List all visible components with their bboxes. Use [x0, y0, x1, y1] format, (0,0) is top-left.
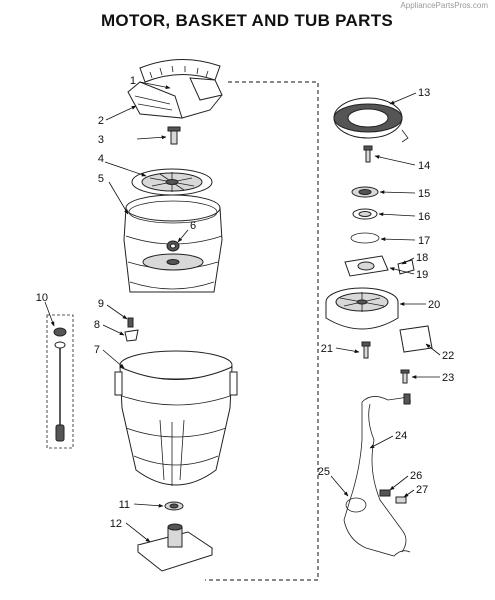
- callout-2: 2: [98, 115, 104, 127]
- part-seal: [352, 208, 378, 220]
- callout-15: 15: [418, 188, 430, 200]
- callout-24: 24: [395, 430, 407, 442]
- callout-numbers: 1 2 3 4 5 6 7 8 9 10 11 12 13 14 15 16 1…: [36, 75, 455, 530]
- callout-27: 27: [416, 484, 428, 496]
- callout-9: 9: [98, 298, 104, 310]
- part-hub-bolt: [167, 126, 181, 145]
- part-basket-nut: [166, 240, 180, 252]
- callout-14: 14: [418, 160, 430, 172]
- part-screw-small: [127, 317, 134, 328]
- callout-10: 10: [36, 292, 48, 304]
- part-balance-ring-top: [139, 59, 223, 101]
- part-impeller: [131, 168, 213, 196]
- part-clip: [124, 329, 139, 342]
- part-bearing: [351, 186, 379, 198]
- part-o-ring: [350, 232, 380, 244]
- part-rotor-bolt: [361, 341, 371, 359]
- callout-21: 21: [321, 343, 333, 355]
- callout-18: 18: [416, 252, 428, 264]
- part-suspension-rod: [46, 314, 74, 449]
- part-hub-bearing: [164, 501, 184, 511]
- part-drive-assembly: [136, 523, 214, 572]
- part-stator: [333, 97, 409, 143]
- callout-12: 12: [110, 518, 122, 530]
- callout-7: 7: [94, 344, 100, 356]
- callout-20: 20: [428, 299, 440, 311]
- part-rotor: [325, 287, 399, 330]
- callout-5: 5: [98, 173, 104, 185]
- callout-1: 1: [130, 75, 136, 87]
- part-screw: [400, 369, 410, 384]
- callout-16: 16: [418, 211, 430, 223]
- callout-11: 11: [119, 499, 130, 511]
- callout-4: 4: [98, 153, 104, 165]
- part-stator-bolt: [363, 145, 373, 163]
- diagram-title: MOTOR, BASKET AND TUB PARTS: [101, 11, 393, 30]
- part-balance-ring: [127, 81, 223, 119]
- callout-17: 17: [418, 235, 430, 247]
- callout-3: 3: [98, 134, 104, 146]
- part-wire-harness: [343, 393, 411, 557]
- part-shield: [399, 325, 433, 353]
- assembly-connector-line: [205, 81, 319, 581]
- callout-22: 22: [442, 350, 454, 362]
- callout-leaders: [44, 81, 441, 543]
- callout-26: 26: [410, 470, 422, 482]
- part-rotor-position-sensor: [344, 255, 415, 277]
- callout-25: 25: [318, 466, 330, 478]
- callout-8: 8: [94, 319, 100, 331]
- watermark: AppliancePartsPros.com: [400, 1, 488, 10]
- part-outer-tub: [114, 350, 238, 486]
- callout-13: 13: [418, 87, 430, 99]
- callout-19: 19: [416, 269, 428, 281]
- callout-23: 23: [442, 372, 454, 384]
- callout-6: 6: [190, 220, 196, 232]
